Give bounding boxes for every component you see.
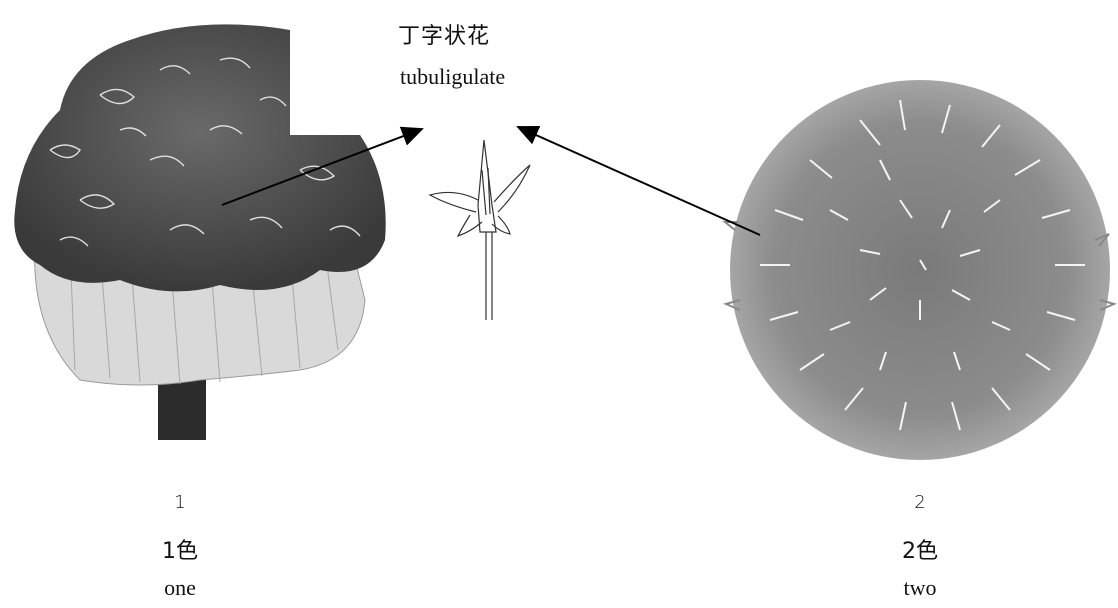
floret-sketch bbox=[430, 140, 530, 320]
arrow-right bbox=[518, 127, 760, 235]
title-english: tubuligulate bbox=[400, 64, 505, 90]
right-english-label: two bbox=[860, 575, 980, 601]
left-english-label: one bbox=[120, 575, 240, 601]
title-japanese: 丁字状花 bbox=[398, 18, 490, 50]
left-number: 1 bbox=[120, 492, 240, 513]
right-number: 2 bbox=[860, 492, 980, 513]
right-caption: 2 2色 two bbox=[860, 0, 980, 608]
left-japanese-label: 1色 bbox=[120, 533, 240, 565]
right-japanese-label: 2色 bbox=[860, 533, 980, 565]
left-caption: 1 1色 one bbox=[120, 0, 240, 608]
